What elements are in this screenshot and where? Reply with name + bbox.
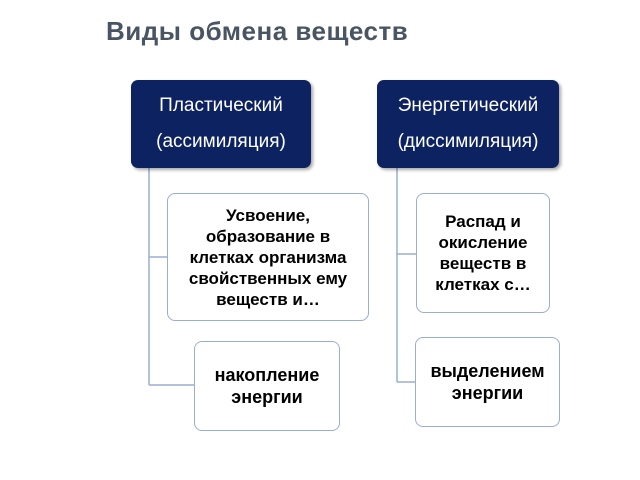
dissimilation-item-label: Распад и окисление веществ в клетках с… (435, 212, 531, 294)
assimilation-item-label: накопление энергии (214, 365, 320, 407)
assimilation-item-label: Усвоение, образование в клетках организм… (188, 205, 348, 309)
dissimilation-item-decomposition[interactable]: Распад и окисление веществ в клетках с… (416, 193, 550, 313)
dissimilation-item-energy-release[interactable]: выделением энергии (415, 337, 560, 427)
page-title: Виды обмена веществ (106, 16, 409, 46)
dissimilation-item-label: выделением энергии (430, 361, 545, 403)
dissimilation-header-line1: Энергетический (397, 95, 539, 116)
assimilation-header-line1: Пластический (159, 95, 283, 116)
assimilation-header-line2: (ассимиляция) (156, 131, 286, 152)
assimilation-header[interactable]: Пластический (ассимиляция) (131, 80, 311, 168)
assimilation-item-assimilation-text[interactable]: Усвоение, образование в клетках организм… (167, 193, 369, 321)
dissimilation-header[interactable]: Энергетический (диссимиляция) (377, 80, 559, 168)
dissimilation-header-line2: (диссимиляция) (397, 131, 539, 152)
assimilation-item-energy-storage[interactable]: накопление энергии (194, 341, 340, 431)
